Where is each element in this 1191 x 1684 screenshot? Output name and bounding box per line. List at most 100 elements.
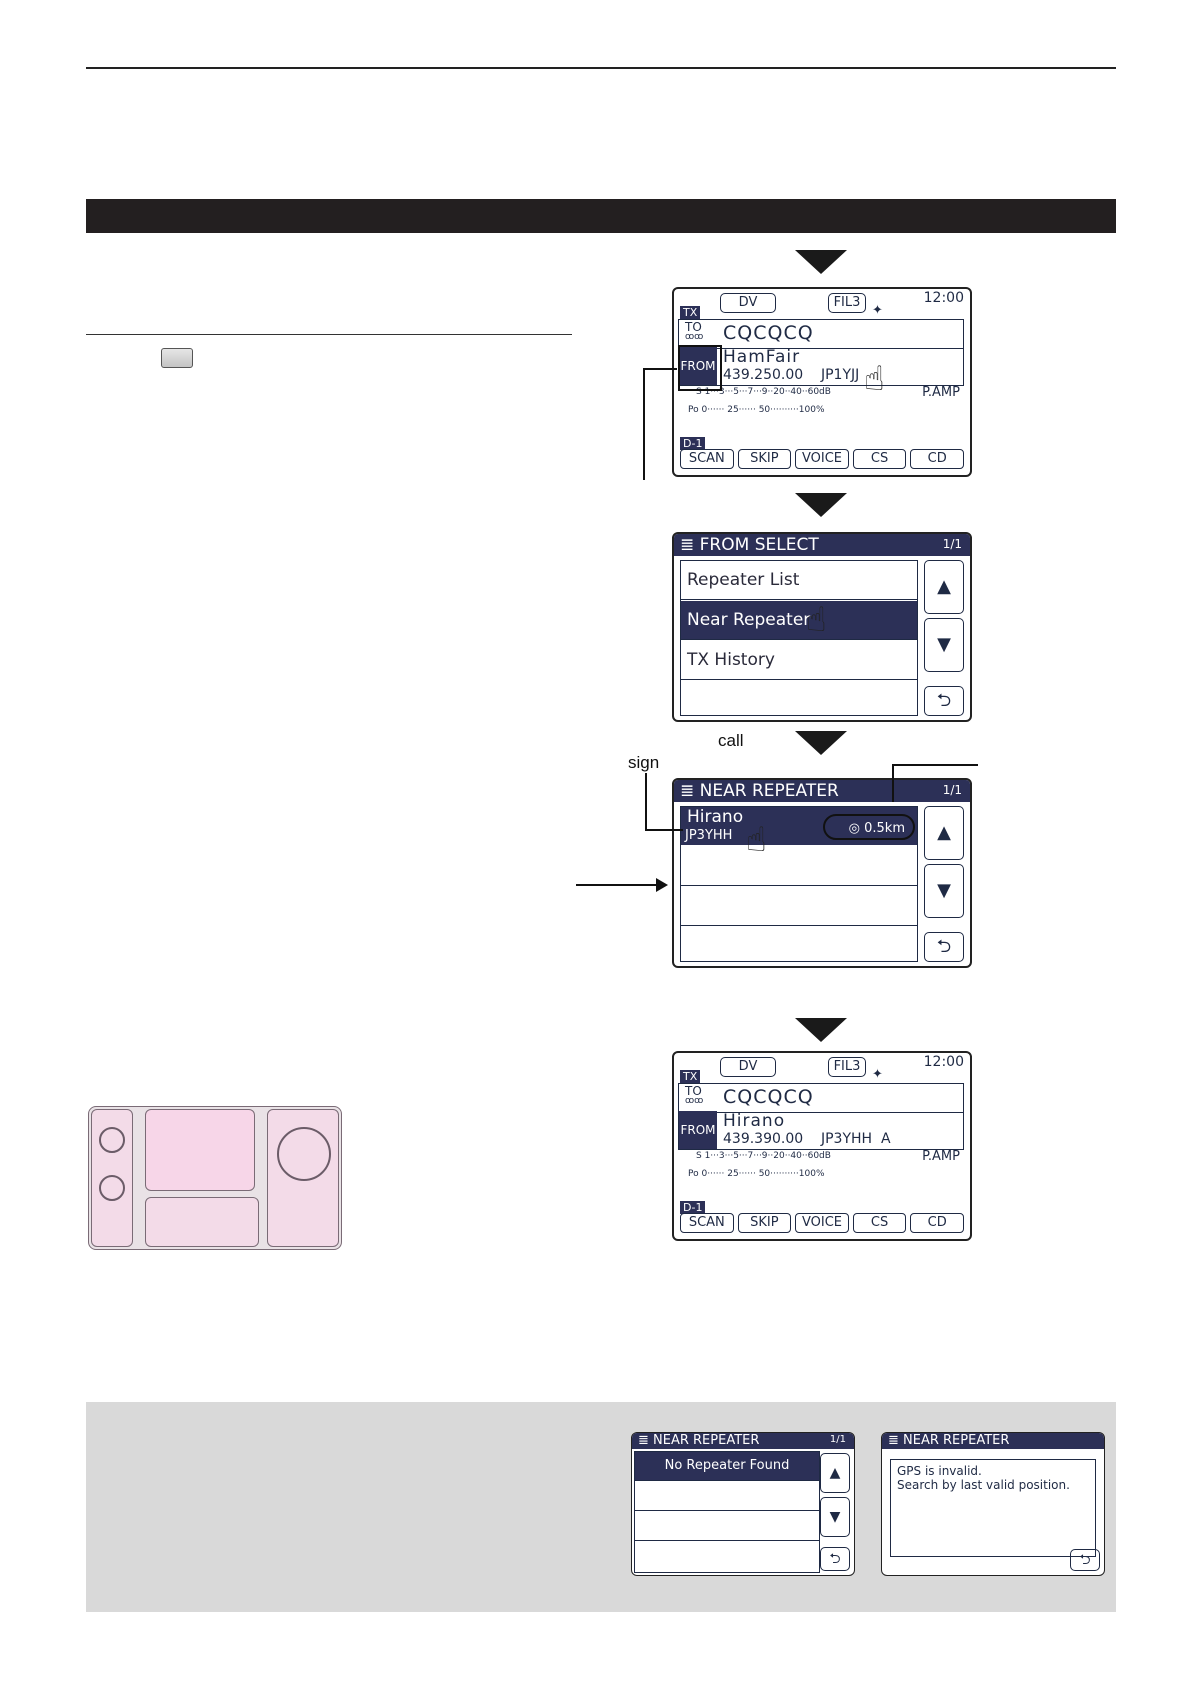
scroll-down-button[interactable]: ▼ — [924, 618, 964, 672]
arrow-right-icon — [656, 878, 668, 892]
people-icon: ꝏꝏ — [685, 1096, 704, 1106]
voice-key[interactable]: VOICE — [795, 1213, 849, 1233]
from-label[interactable]: FROM — [679, 1111, 717, 1149]
menu-icon: ≣ — [888, 1433, 904, 1448]
page-indicator: 1/1 — [942, 783, 962, 797]
touch-hand-icon: ☝ — [746, 820, 767, 860]
s-meter: S 1···3···5···7···9··20··40··60dB — [696, 387, 831, 397]
function-keys: SCAN SKIP VOICE CS CD — [680, 449, 964, 469]
list-item[interactable]: Repeater List — [681, 561, 917, 600]
cd-key[interactable]: CD — [910, 1213, 964, 1233]
gps-icon: ✦ — [872, 1067, 883, 1082]
list-item — [635, 1512, 819, 1541]
cd-key[interactable]: CD — [910, 449, 964, 469]
list-item-selected: No Repeater Found — [635, 1452, 819, 1481]
skip-key[interactable]: SKIP — [737, 449, 792, 469]
scroll-up-button[interactable]: ▲ — [924, 560, 964, 614]
leader-line — [643, 368, 645, 480]
scroll-up-button[interactable]: ▲ — [924, 806, 964, 860]
leader-line — [645, 829, 683, 831]
list: Repeater List Near Repeater TX History — [680, 560, 918, 716]
list-item-selected[interactable]: Near Repeater — [681, 601, 917, 640]
cs-key[interactable]: CS — [852, 1213, 907, 1233]
from-row[interactable]: FROM HamFair 439.250.00 JP1YJJ — [678, 347, 964, 386]
list-item[interactable] — [681, 847, 917, 886]
from-highlight-box — [678, 345, 722, 391]
cs-key[interactable]: CS — [852, 449, 907, 469]
from-name: HamFair — [723, 347, 801, 367]
knob-icon — [99, 1127, 125, 1153]
screen-title: ≣ NEAR REPEATER — [882, 1433, 1104, 1449]
d1-indicator: D-1 — [680, 437, 706, 450]
scroll-down-button[interactable]: ▼ — [820, 1497, 850, 1537]
to-value: CQCQCQ — [723, 1086, 814, 1108]
screen-title: ≣ FROM SELECT — [674, 534, 970, 556]
voice-key[interactable]: VOICE — [795, 449, 849, 469]
from-label[interactable]: FROM — [679, 347, 717, 385]
main-screen-after: TX DV FIL3 ✦ 12:00 TO ꝏꝏ CQCQCQ FROM Hir… — [672, 1051, 972, 1241]
function-keys: SCAN SKIP VOICE CS CD — [680, 1213, 964, 1233]
people-icon: ꝏꝏ — [685, 332, 704, 342]
radio-front-panel-illustration — [88, 1106, 342, 1250]
repeater-call: JP3YHH — [685, 828, 733, 843]
display-area — [145, 1109, 255, 1191]
arrow-down-icon — [795, 493, 847, 517]
list-item[interactable] — [681, 887, 917, 926]
top-rule — [86, 67, 1116, 69]
filter-fil3[interactable]: FIL3 — [828, 293, 866, 313]
title-text: NEAR REPEATER — [653, 1433, 760, 1448]
touch-hand-icon: ☝ — [806, 600, 827, 640]
leader-line — [645, 773, 647, 829]
list-item-selected[interactable]: Hirano JP3YHH ◎ 0.5km — [681, 807, 917, 845]
title-text: FROM SELECT — [699, 535, 819, 555]
main-screen-before: TX DV FIL3 ✦ 12:00 TO ꝏꝏ CQCQCQ FROM Ham… — [672, 287, 972, 477]
from-select-screen: ≣ FROM SELECT 1/1 Repeater List Near Rep… — [672, 532, 972, 722]
message-dialog: GPS is invalid. Search by last valid pos… — [890, 1459, 1096, 1557]
back-button[interactable]: ⮌ — [820, 1547, 850, 1571]
scroll-up-button[interactable]: ▲ — [820, 1453, 850, 1493]
pamp-label: P.AMP — [922, 1149, 960, 1164]
s-meter: S 1···3···5···7···9··20··40··60dB — [696, 1151, 831, 1161]
to-row[interactable]: TO ꝏꝏ CQCQCQ — [678, 1083, 964, 1113]
section-header-band — [86, 199, 1116, 233]
message-line: Search by last valid position. — [897, 1478, 1070, 1492]
to-row[interactable]: TO ꝏꝏ CQCQCQ — [678, 319, 964, 349]
d1-indicator: D-1 — [680, 1201, 706, 1214]
title-text: NEAR REPEATER — [699, 781, 839, 801]
title-text: NEAR REPEATER — [903, 1433, 1010, 1448]
back-button[interactable]: ⮌ — [1070, 1549, 1100, 1571]
message-line: GPS is invalid. — [897, 1464, 982, 1478]
arrow-down-icon — [795, 1018, 847, 1042]
clock: 12:00 — [923, 1054, 964, 1070]
near-repeater-screen: ≣ NEAR REPEATER 1/1 Hirano JP3YHH ◎ 0.5k… — [672, 778, 972, 968]
touch-hand-icon: ☝ — [864, 359, 885, 399]
to-label: TO — [685, 1084, 702, 1098]
filter-fil3[interactable]: FIL3 — [828, 1057, 866, 1077]
scan-key[interactable]: SCAN — [680, 449, 734, 469]
compass-icon: ◎ — [848, 821, 865, 836]
menu-icon: ≣ — [680, 535, 700, 555]
leader-line — [892, 764, 894, 802]
distance-badge: ◎ 0.5km — [823, 814, 915, 840]
from-row[interactable]: FROM Hirano 439.390.00 JP3YHH A — [678, 1111, 964, 1150]
scroll-down-button[interactable]: ▼ — [924, 864, 964, 918]
distance-value: 0.5km — [864, 821, 905, 836]
arrow-down-icon — [795, 731, 847, 755]
screen-title: ≣ NEAR REPEATER — [632, 1433, 854, 1449]
scan-key[interactable]: SCAN — [680, 1213, 734, 1233]
no-repeater-screen: ≣ NEAR REPEATER 1/1 No Repeater Found ▲ … — [631, 1432, 855, 1576]
mode-dv[interactable]: DV — [720, 293, 776, 313]
leader-line — [643, 368, 677, 370]
key-button-icon — [161, 348, 193, 368]
po-meter: Po 0······ 25······ 50··········100% — [688, 1169, 825, 1179]
back-button[interactable]: ⮌ — [924, 686, 964, 716]
back-button[interactable]: ⮌ — [924, 932, 964, 962]
list-item — [635, 1482, 819, 1511]
callout-call: call — [718, 731, 744, 750]
skip-key[interactable]: SKIP — [737, 1213, 792, 1233]
mode-dv[interactable]: DV — [720, 1057, 776, 1077]
from-freq-call: 439.250.00 JP1YJJ — [723, 367, 860, 383]
from-freq-call: 439.390.00 JP3YHH A — [723, 1131, 891, 1147]
to-value: CQCQCQ — [723, 322, 814, 344]
list-item[interactable]: TX History — [681, 641, 917, 680]
